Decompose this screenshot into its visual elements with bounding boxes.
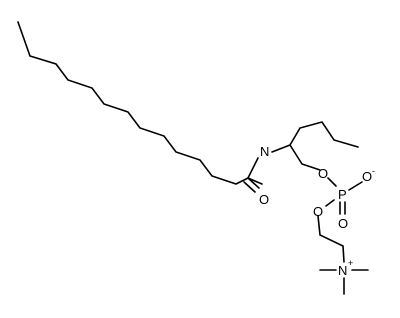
n-ca-bond	[271, 144, 291, 153]
ester-oxygen-2-label: O	[313, 204, 323, 219]
phosphoryl-double-bond	[339, 201, 346, 215]
p-o-ester-bond	[325, 199, 335, 207]
anionic-oxygen-label: O	[362, 169, 372, 184]
ester-oxygen-1-label: O	[318, 166, 328, 181]
ch2-to-oxygen	[289, 144, 321, 171]
acyl-chain-bonds	[17, 21, 263, 185]
ammonium-nitrogen-label: N	[338, 263, 347, 278]
amide-nitrogen-label: N	[260, 144, 269, 159]
p-o-anion-bond	[348, 181, 363, 191]
butyl-chain	[289, 121, 359, 148]
phosphorus-label: P	[338, 187, 347, 202]
amide-bond	[247, 157, 259, 179]
ethylene-chain	[317, 215, 345, 263]
carbonyl-oxygen-label: O	[259, 192, 269, 207]
ammonium-charge-label: +	[348, 258, 353, 268]
phosphoryl-oxygen-label: O	[338, 216, 348, 231]
anionic-charge-label: -	[372, 166, 375, 176]
o-p-bond	[327, 177, 337, 187]
acyl-chain	[17, 21, 263, 185]
carbonyl-double-bond	[243, 177, 260, 193]
